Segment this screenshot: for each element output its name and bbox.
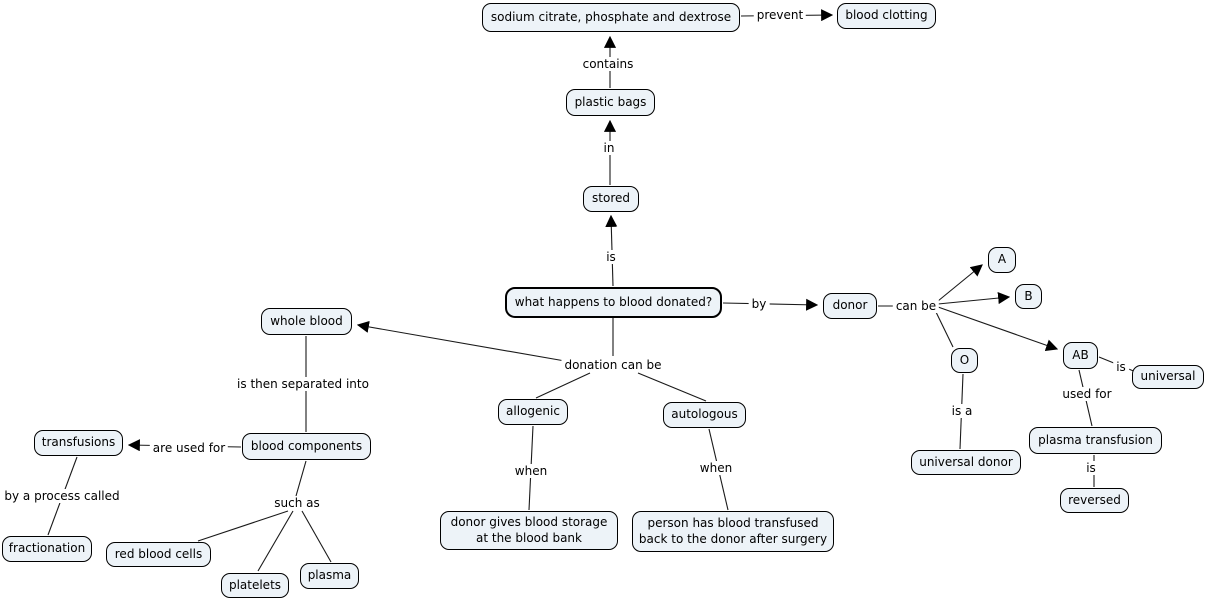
node-reversed[interactable]: reversed bbox=[1060, 488, 1129, 513]
node-universal-donor[interactable]: universal donor bbox=[911, 450, 1021, 475]
edge-label-separated-into[interactable]: is then separated into bbox=[234, 377, 372, 391]
edge-label-are-used-for[interactable]: are used for bbox=[149, 441, 229, 455]
node-donor[interactable]: donor bbox=[823, 293, 877, 319]
node-blood-clotting[interactable]: blood clotting bbox=[837, 3, 936, 29]
node-plastic-bags[interactable]: plastic bags bbox=[566, 89, 655, 116]
node-red-blood-cells[interactable]: red blood cells bbox=[106, 542, 211, 567]
edge-label-contains[interactable]: contains bbox=[579, 57, 637, 71]
edge-label-prevent[interactable]: prevent bbox=[753, 8, 807, 22]
edge-label-when-allogenic[interactable]: when bbox=[511, 464, 551, 478]
edge-label-when-autologous[interactable]: when bbox=[696, 461, 736, 475]
edge-label-is-a[interactable]: is a bbox=[948, 404, 976, 418]
edge-label-used-for[interactable]: used for bbox=[1059, 387, 1115, 401]
edge-label-by-a-process-called[interactable]: by a process called bbox=[1, 489, 123, 503]
edge-label-is-universal[interactable]: is bbox=[1113, 360, 1129, 374]
node-plasma-transfusion[interactable]: plasma transfusion bbox=[1029, 427, 1162, 454]
node-donor-gives-blood-storage[interactable]: donor gives blood storage at the blood b… bbox=[440, 511, 618, 550]
node-type-ab[interactable]: AB bbox=[1063, 342, 1098, 369]
node-type-b[interactable]: B bbox=[1015, 284, 1042, 309]
edge-label-is-stored[interactable]: is bbox=[603, 250, 619, 264]
node-transfusions[interactable]: transfusions bbox=[34, 430, 123, 456]
edge-label-in[interactable]: in bbox=[600, 141, 618, 155]
node-universal[interactable]: universal bbox=[1132, 365, 1204, 389]
node-plasma[interactable]: plasma bbox=[300, 563, 359, 589]
edge-label-such-as[interactable]: such as bbox=[271, 496, 323, 510]
node-fractionation[interactable]: fractionation bbox=[2, 536, 92, 562]
node-type-a[interactable]: A bbox=[988, 247, 1016, 273]
edge-label-donation-can-be[interactable]: donation can be bbox=[561, 358, 665, 372]
node-autologous[interactable]: autologous bbox=[663, 402, 746, 428]
node-person-has-blood-transfused[interactable]: person has blood transfused back to the … bbox=[632, 511, 834, 552]
node-sodium-citrate[interactable]: sodium citrate, phosphate and dextrose bbox=[482, 3, 740, 32]
node-platelets[interactable]: platelets bbox=[221, 573, 289, 598]
node-stored[interactable]: stored bbox=[583, 186, 639, 212]
edge-label-by[interactable]: by bbox=[748, 297, 770, 311]
edge-label-is-reversed[interactable]: is bbox=[1083, 461, 1099, 475]
node-question[interactable]: what happens to blood donated? bbox=[505, 287, 722, 318]
node-type-o[interactable]: O bbox=[951, 348, 978, 373]
node-allogenic[interactable]: allogenic bbox=[498, 399, 568, 425]
node-blood-components[interactable]: blood components bbox=[242, 433, 371, 460]
node-whole-blood[interactable]: whole blood bbox=[261, 308, 352, 335]
edge-label-can-be[interactable]: can be bbox=[892, 299, 940, 313]
